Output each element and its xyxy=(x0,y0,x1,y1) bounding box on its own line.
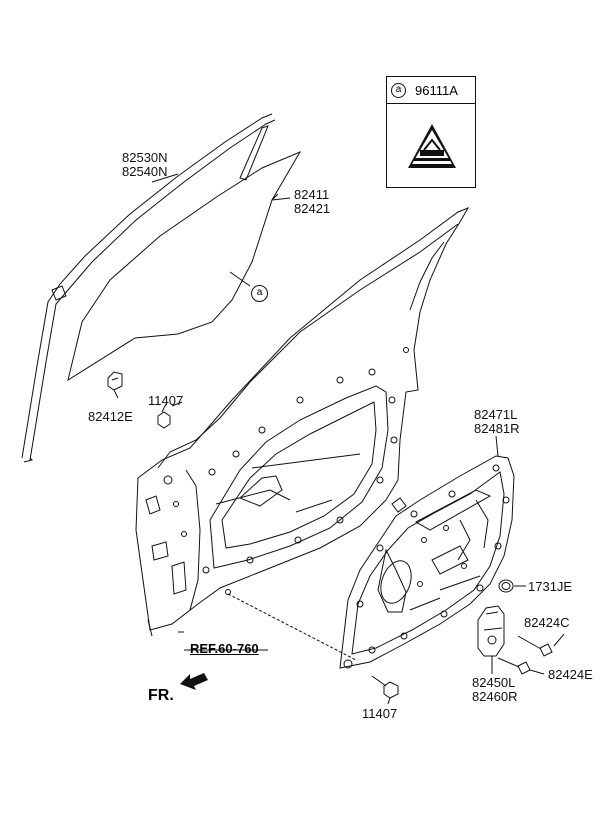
bolt-top xyxy=(157,401,183,429)
reference-link[interactable]: REF.60-760 xyxy=(190,641,259,656)
callout-marker: a xyxy=(251,285,268,302)
front-direction-arrow-icon xyxy=(180,673,208,690)
glass-mount-bracket xyxy=(107,371,123,391)
part-number: 82471L xyxy=(474,407,518,422)
part-number: 82450L xyxy=(472,675,516,690)
label-82424c: 82424C xyxy=(524,615,570,630)
label-82530n: 82530N 82540N xyxy=(122,151,168,179)
screw-82424e xyxy=(497,657,545,675)
label-82412e: 82412E xyxy=(88,409,133,424)
label-82450l: 82450L 82460R xyxy=(472,676,518,704)
legend-symbol: a xyxy=(391,83,406,98)
part-number: 82411 xyxy=(294,187,330,202)
leader-door-to-bolt xyxy=(227,593,357,661)
legend-box: a 96111A xyxy=(386,76,476,188)
grommet xyxy=(498,579,526,593)
screw-82424c xyxy=(517,633,565,657)
legend-header: a 96111A xyxy=(387,77,475,104)
bolt-bottom xyxy=(371,675,399,705)
regulator-motor xyxy=(477,605,505,672)
label-82411: 82411 82421 xyxy=(294,188,330,216)
label-11407-top: 11407 xyxy=(148,393,184,408)
part-number: 82530N xyxy=(122,150,168,165)
warning-label-icon xyxy=(408,124,456,168)
part-number: 82421 xyxy=(294,201,331,216)
door-glass xyxy=(67,150,302,382)
part-number: 82481R xyxy=(474,421,520,436)
regulator-module xyxy=(339,455,515,669)
part-number: 82540N xyxy=(122,164,168,179)
front-door-panel xyxy=(135,207,470,637)
legend-part-number: 96111A xyxy=(415,83,458,98)
label-82471l: 82471L 82481R xyxy=(474,408,520,436)
label-11407-bottom: 11407 xyxy=(362,706,398,721)
label-82424e: 82424E xyxy=(548,667,593,682)
label-1731je: 1731JE xyxy=(528,579,573,594)
front-direction-label: FR. xyxy=(148,687,174,704)
part-number: 82460R xyxy=(472,689,518,704)
